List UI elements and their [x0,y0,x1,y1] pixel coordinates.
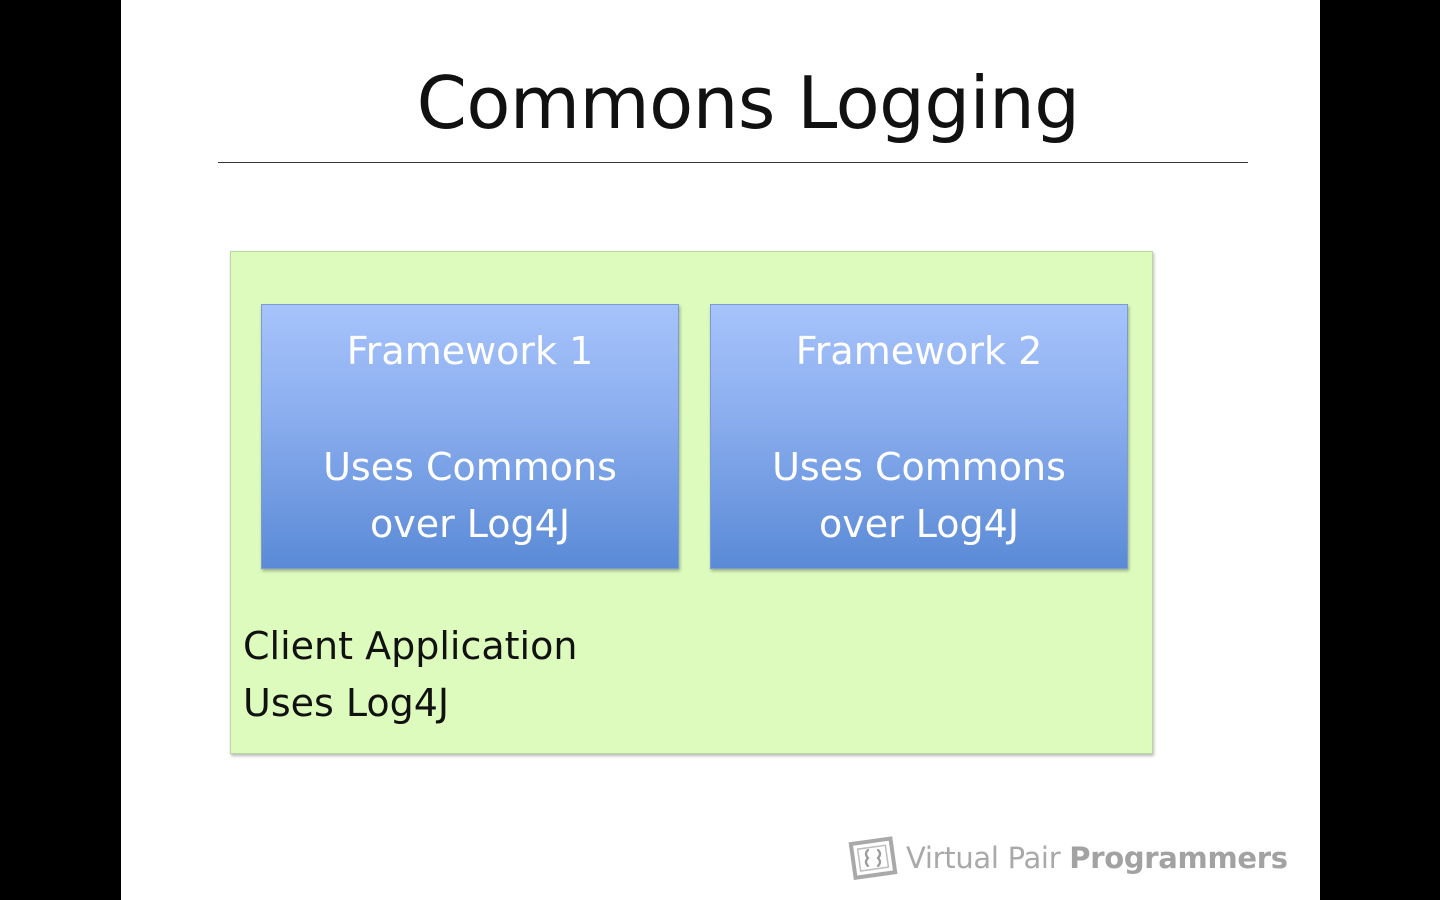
framework-1-box: Framework 1 Uses Commons over Log4J [261,304,679,569]
framework-2-box: Framework 2 Uses Commons over Log4J [710,304,1128,569]
framework-1-desc-line1: Uses Commons [323,445,617,489]
framework-2-desc-line2: over Log4J [818,502,1020,546]
client-application-label: Client Application Uses Log4J [243,618,577,732]
framework-2-desc-line1: Uses Commons [772,445,1066,489]
vpp-logo: Virtual Pair Programmers [848,830,1288,886]
framework-1-description: Uses Commons over Log4J [262,439,678,553]
title-divider [218,162,1248,163]
framework-1-name: Framework 1 [346,329,594,373]
slide-title: Commons Logging [416,61,1080,145]
vpp-logo-text: Virtual Pair Programmers [906,841,1288,875]
client-application-box: Framework 1 Uses Commons over Log4J Fram… [230,251,1153,754]
slide: Commons Logging Framework 1 Uses Commons… [121,0,1320,900]
framework-2-name: Framework 2 [795,329,1043,373]
client-label-line2: Uses Log4J [243,681,450,725]
framework-2-description: Uses Commons over Log4J [711,439,1127,553]
logo-text-bold: Programmers [1069,841,1288,875]
framework-1-desc-line2: over Log4J [369,502,571,546]
logo-text-regular: Virtual Pair [906,841,1061,875]
vpp-logo-icon [848,836,898,881]
client-label-line1: Client Application [243,624,578,668]
